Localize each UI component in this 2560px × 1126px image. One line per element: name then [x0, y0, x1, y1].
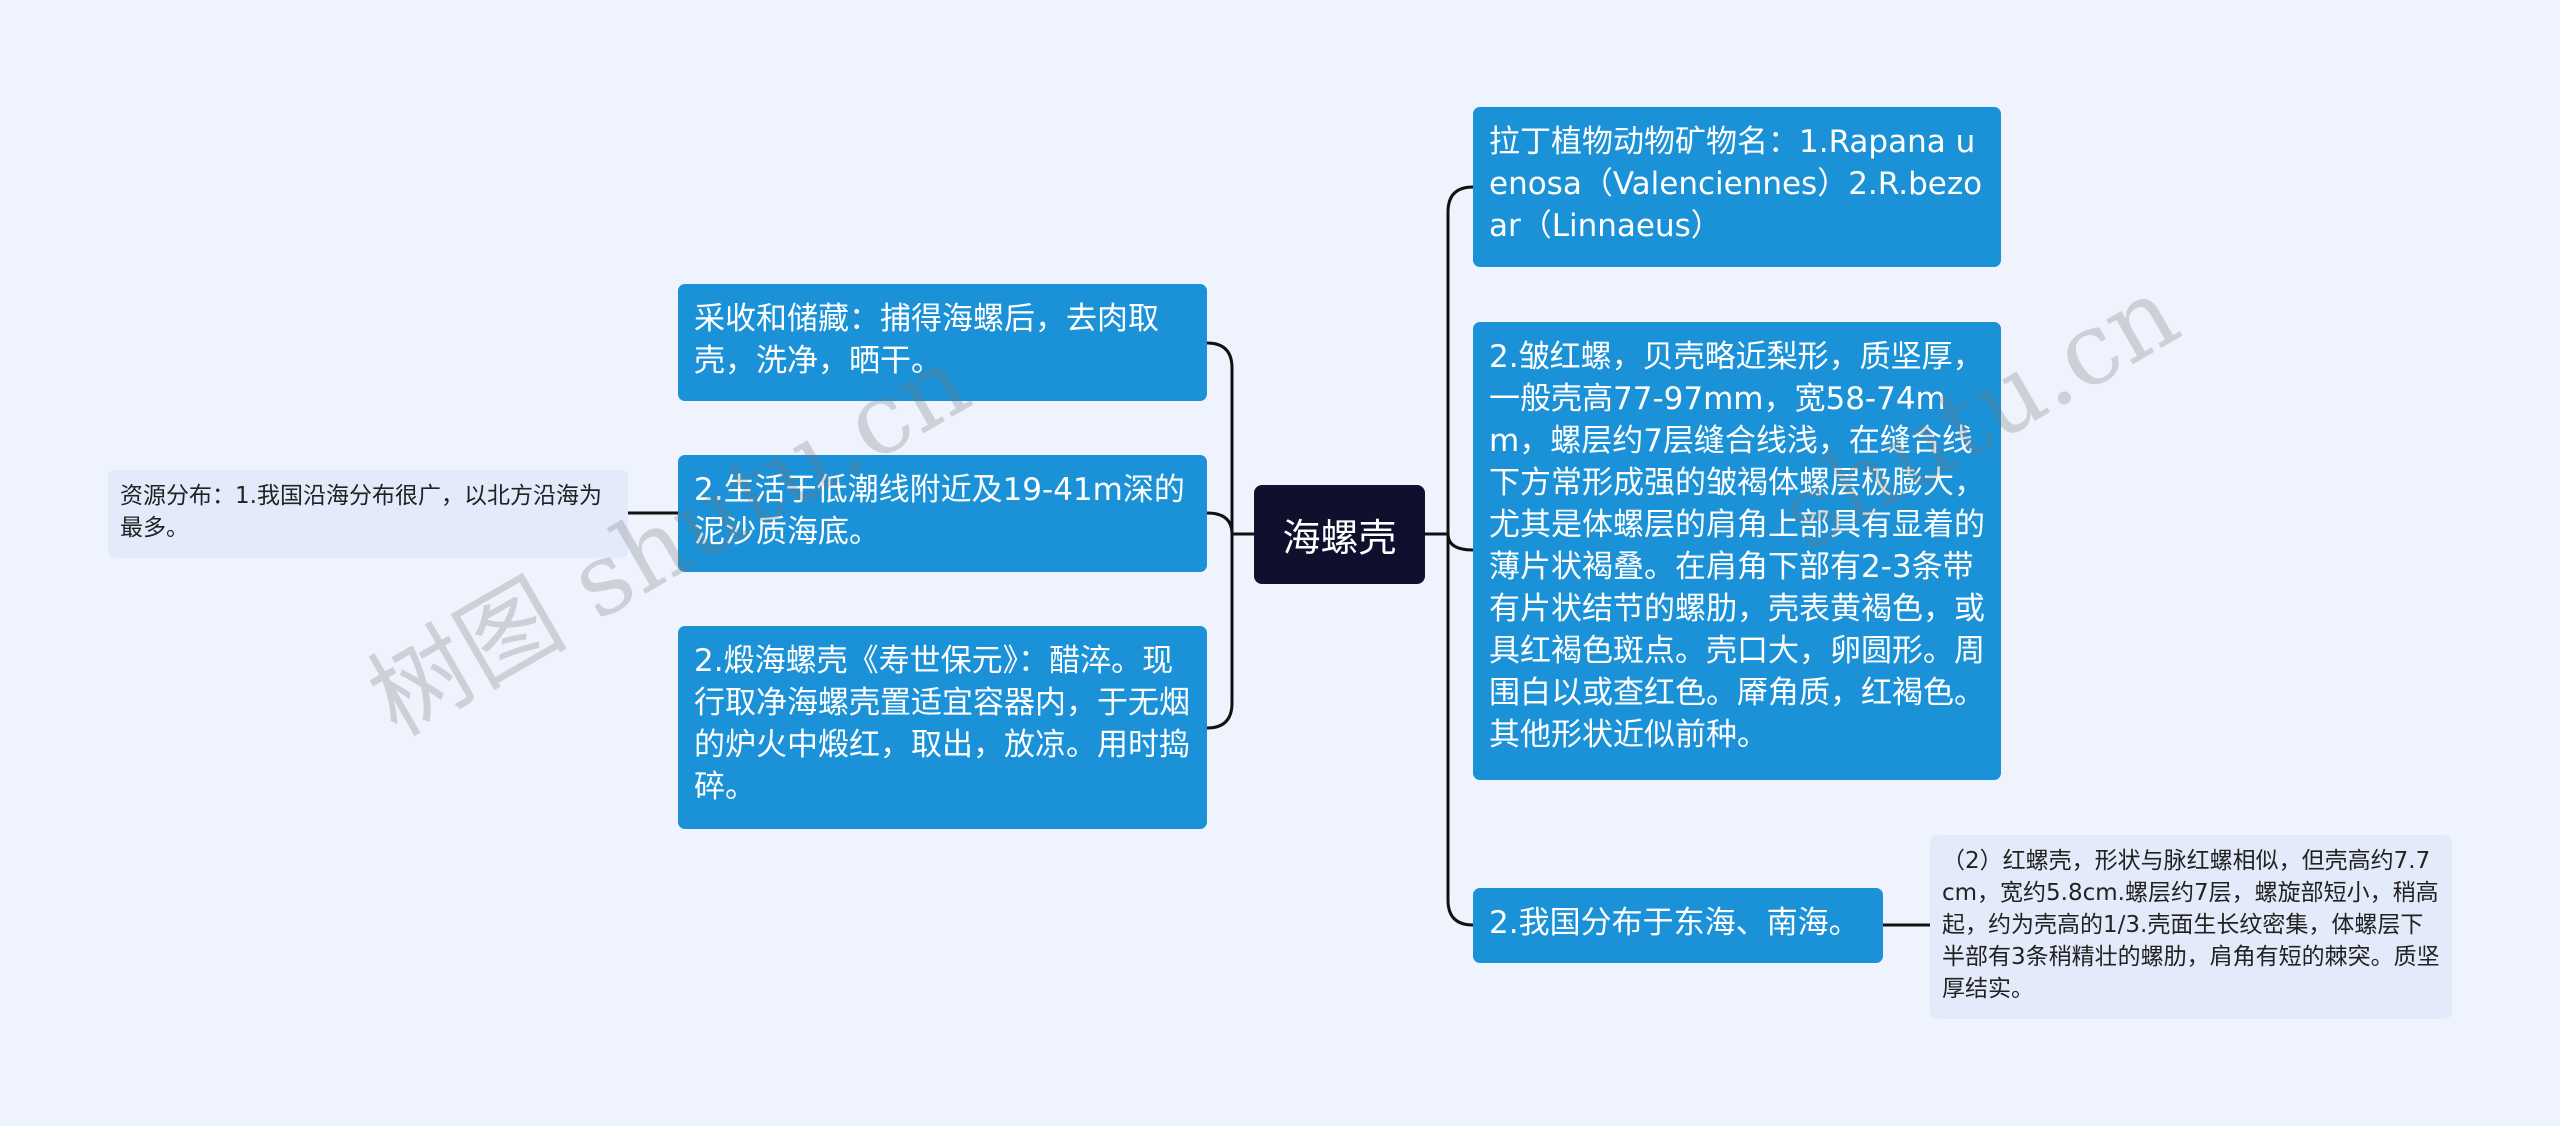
right-node-distribution[interactable]: 2.我国分布于东海、南海。	[1473, 888, 1883, 963]
right-node-latin-name[interactable]: 拉丁植物动物矿物名：1.Rapana uenosa（Valenciennes）2…	[1473, 107, 2001, 267]
left-sub-distribution[interactable]: 资源分布：1.我国沿海分布很广，以北方沿海为最多。	[108, 470, 628, 558]
left-node-harvest[interactable]: 采收和储藏：捕得海螺后，去肉取壳，洗净，晒干。	[678, 284, 1207, 401]
root-node[interactable]: 海螺壳	[1254, 485, 1425, 584]
connector-right-trunk	[1446, 185, 1474, 927]
connector-left-trunk	[1206, 341, 1234, 730]
connector-right-mid	[1446, 533, 1474, 552]
connector-left-mid	[1206, 511, 1234, 535]
left-node-processing[interactable]: 2.煅海螺壳《寿世保元》：醋淬。现行取净海螺壳置适宜容器内，于无烟的炉火中煅红，…	[678, 626, 1207, 829]
right-sub-red-conch[interactable]: （2）红螺壳，形状与脉红螺相似，但壳高约7.7cm，宽约5.8cm.螺层约7层，…	[1930, 835, 2452, 1019]
right-node-description[interactable]: 2.皱红螺，贝壳略近梨形，质坚厚，一般壳高77-97mm，宽58-74mm，螺层…	[1473, 322, 2001, 780]
left-node-habitat[interactable]: 2.生活于低潮线附近及19-41m深的泥沙质海底。	[678, 455, 1207, 572]
